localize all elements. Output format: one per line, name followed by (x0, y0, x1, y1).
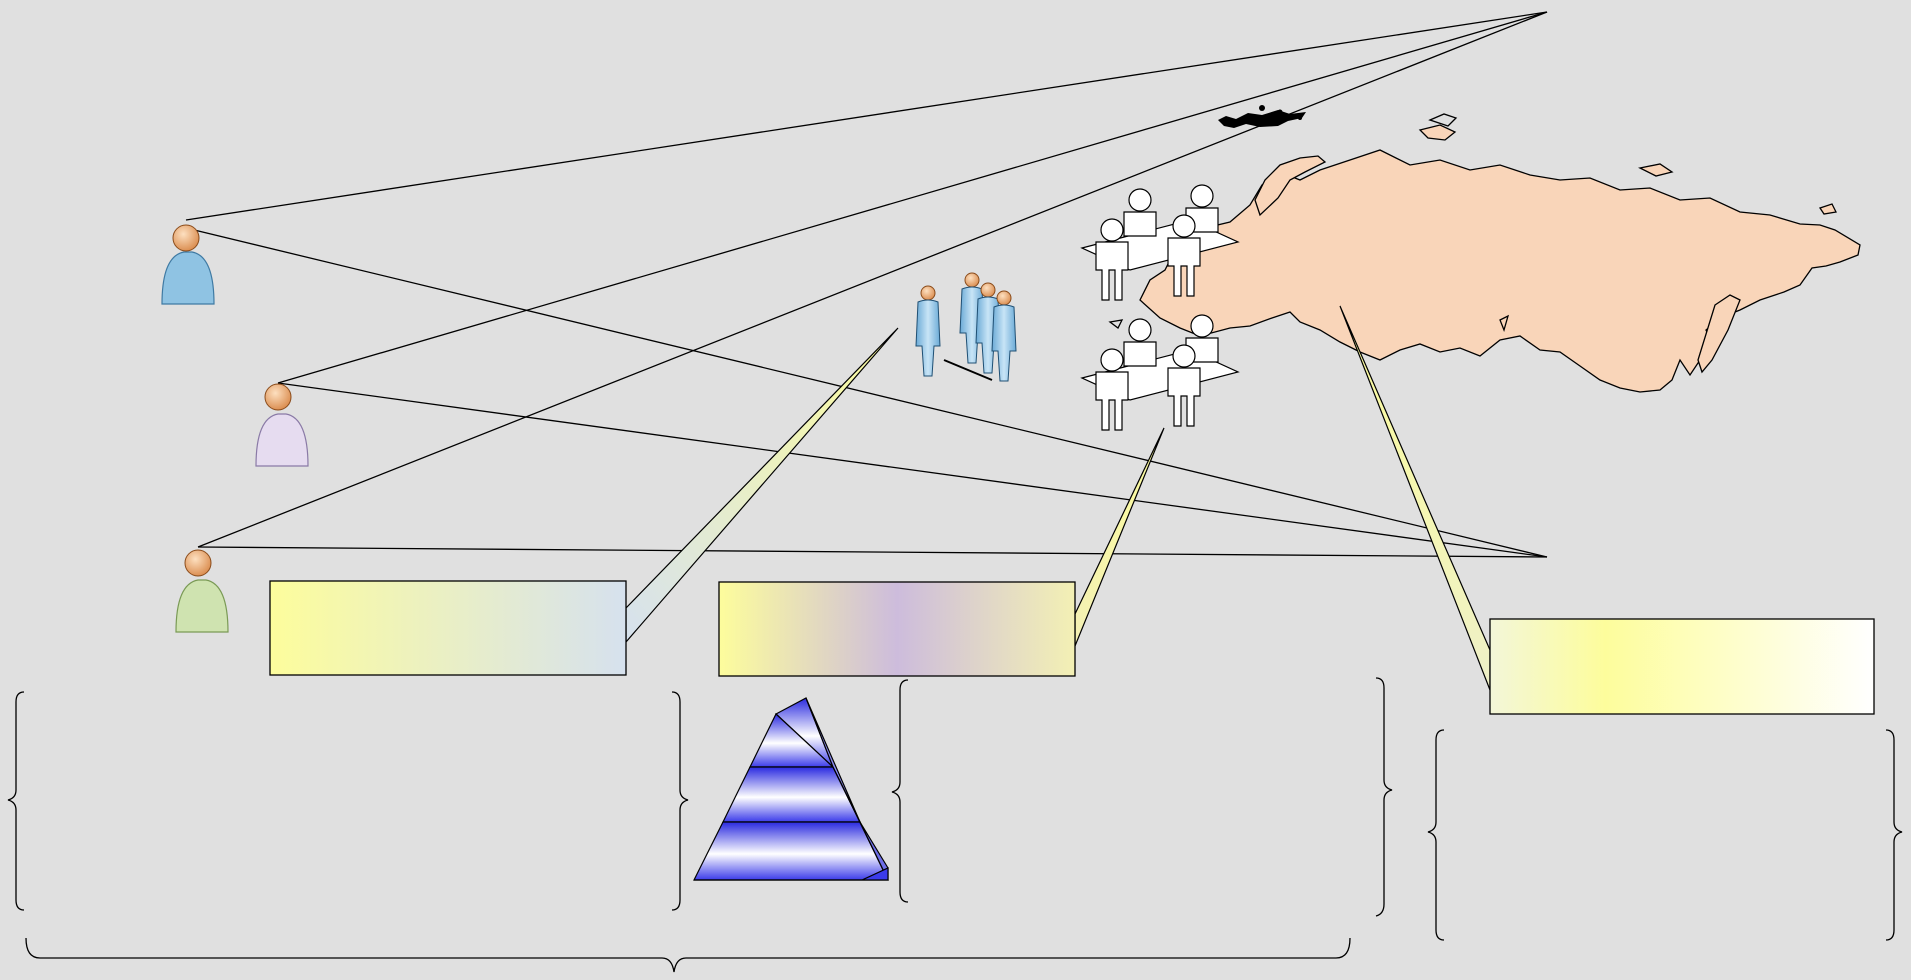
user-lavender-icon (255, 383, 309, 467)
connector-line (277, 11, 1548, 384)
connector-lines (185, 11, 1548, 558)
scattered-crowd-icon (1218, 105, 1306, 128)
brace-panel-left (7, 691, 689, 911)
user-blue-icon (161, 224, 215, 305)
eurasia-map-icon (1108, 113, 1861, 393)
meeting-group-bottom (1080, 314, 1240, 431)
pyramid-icon (693, 697, 889, 881)
meeting-group-top (1080, 184, 1240, 301)
meeting-table-icon (1080, 184, 1240, 431)
bottom-brace (25, 937, 1351, 973)
callout-middle (718, 427, 1165, 677)
callout-right (1339, 305, 1875, 715)
connector-line (197, 546, 1548, 558)
connector-line (277, 382, 1548, 558)
brace-panel-right (1427, 729, 1903, 941)
brace-panel-middle (891, 677, 1393, 917)
standing-people-icon (915, 272, 1017, 382)
callout-left (269, 327, 899, 676)
user-green-icon (175, 549, 229, 633)
connector-line (197, 11, 1548, 548)
brace-panels (7, 677, 1903, 973)
connector-line (185, 11, 1548, 221)
connector-line (185, 227, 1548, 558)
